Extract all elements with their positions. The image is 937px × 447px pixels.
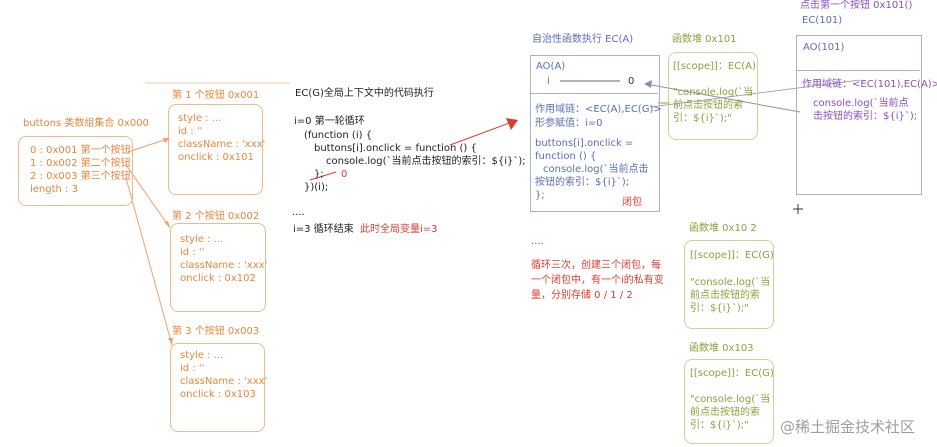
btn3-box [170,343,265,432]
watermark: @稀土掘金技术社区 [780,418,916,436]
buttons-item: 0 : 0x001 第一个按钮 [30,145,131,156]
code-line: (function (i) { [304,130,373,141]
heap-line: 引：${i}`);" [690,303,749,314]
code-line: console.log(`当前点击按钮的索引：${i}`); [326,156,526,167]
end-note: 此时全局变量i=3 [360,224,438,235]
btn2-box [170,223,266,312]
ec101-scope: 作用域链：<EC(101),EC(A)> [802,79,937,90]
arg-value: 0 [341,169,348,180]
prop-line: className : 'xxx' [180,260,268,271]
prop-line: id : '' [180,363,205,374]
summary-text: 循环三次，创建三个闭包，每 一个闭包中，有一个i的私有变 量，分别存储 0 / … [531,258,664,303]
buttons-item: 1 : 0x002 第二个按钮 [30,158,131,169]
heap-line: 引：${i}`);" [690,420,749,431]
ec101-box [796,35,922,195]
buttons-item: length : 3 [30,184,78,195]
summary-line: 量，分别存储 0 / 1 / 2 [531,290,633,301]
var-i: i [547,76,550,87]
buttons-box [18,136,133,206]
code-line: }; [535,190,545,201]
heap-102-title: 函数堆 0x10 2 [689,223,757,234]
summary-ellipsis: .... [531,236,544,247]
btn2-props: style : ... id : '' className : 'xxx' on… [180,233,267,285]
heap-line: 前点击按钮的索 [690,407,760,418]
heap-102-body: "console.log(`当 前点击按钮的索 引：${i}`);" [690,276,770,315]
prop-line: onclick : 0x102 [180,273,256,284]
btn1-props: style : ... id : '' className : 'xxx' on… [178,112,265,164]
prop-line: id : '' [178,126,203,137]
global-title: EC(G)全局上下文中的代码执行 [295,88,434,99]
prop-line: style : ... [180,350,224,361]
prop-line: className : 'xxx' [178,139,266,150]
heap-102-scope: [[scope]]：EC(G) [690,250,774,261]
code-line: })(i); [304,182,329,193]
ec-a-box [530,55,660,212]
prop-line: style : ... [180,234,224,245]
ao-a: AO(A) [536,61,566,72]
ec101-code: console.log(`当前点 击按钮的索引：${i}`); [813,97,917,123]
global-ellipsis: .... [292,207,305,218]
code-line: buttons[i].onclick = function () { [314,143,477,154]
btn1-title: 第 1 个按钮 0x001 [172,90,260,101]
code-line: console.log(`当前点击 [543,164,649,175]
global-code: (function (i) { buttons[i].onclick = fun… [304,129,526,194]
code-line: }; [314,169,324,180]
heap-line: 前点击按钮的索 [673,100,743,111]
prop-line: style : ... [178,113,222,124]
btn2-title: 第 2 个按钮 0x002 [172,211,260,222]
ec101-divider [796,70,920,71]
prop-line: id : '' [180,247,205,258]
heap-102-box [684,240,774,329]
ec101-header: 点击第一个按钮 0x101() [800,0,913,11]
heap-101-box [668,52,758,140]
code-line: 按钮的索引：${i}`); [535,177,630,188]
code-line: buttons[i].onclick = [535,138,634,149]
heap-101-scope: [[scope]]：EC(A) [673,61,756,72]
heap-103-body: "console.log(`当 前点击按钮的索 引：${i}`);" [690,393,770,432]
buttons-item: 2 : 0x003 第三个按钮 [30,171,131,182]
ec101-ao: AO(101) [803,42,845,53]
heap-line: "console.log(`当 [690,394,771,405]
heap-101-title: 函数堆 0x101 [672,34,737,45]
prop-line: onclick : 0x103 [180,389,256,400]
prop-line: className : 'xxx' [180,376,268,387]
ec101-title: EC(101) [802,15,843,26]
code-line: 击按钮的索引：${i}`); [813,111,918,122]
var-i-value: 0 [628,76,635,87]
btn1-box [168,104,263,195]
end-label: i=3 循环结束 [293,224,354,235]
btn3-props: style : ... id : '' className : 'xxx' on… [180,349,267,401]
ec-a-title: 自治性函数执行 EC(A) [532,34,634,45]
heap-101-body: "console.log(`当 前点击按钮的索 引：${i}`);" [673,86,753,125]
summary-line: 一个闭包中，有一个i的私有变 [531,275,664,286]
code-line: function () { [535,151,597,162]
prop-line: onclick : 0x101 [178,152,254,163]
summary-line: 循环三次，创建三个闭包，每 [531,260,661,271]
ec-a-code: buttons[i].onclick = function () { conso… [535,137,649,202]
btn3-title: 第 3 个按钮 0x003 [172,326,260,337]
heap-line: 前点击按钮的索 [690,290,760,301]
loop-label: i=0 第一轮循环 [294,116,365,127]
ec-a-scope: 作用域链：<EC(A),EC(G)> [535,104,662,115]
buttons-items: 0 : 0x001 第一个按钮 1 : 0x002 第二个按钮 2 : 0x00… [30,144,131,196]
buttons-title: buttons 类数组集合 0x000 [23,118,149,129]
heap-103-scope: [[scope]]：EC(G) [690,368,774,379]
ec-a-divider [530,93,658,94]
heap-line: 引：${i}`);" [673,113,732,124]
heap-103-title: 函数堆 0x103 [689,343,754,354]
ec-a-param: 形参赋值：i=0 [535,118,603,129]
heap-line: "console.log(`当 [690,277,771,288]
closure-label: 闭包 [622,197,642,208]
heap-line: "console.log(`当 [673,87,754,98]
code-line: console.log(`当前点 [813,98,909,109]
heap-103-box [684,359,774,444]
